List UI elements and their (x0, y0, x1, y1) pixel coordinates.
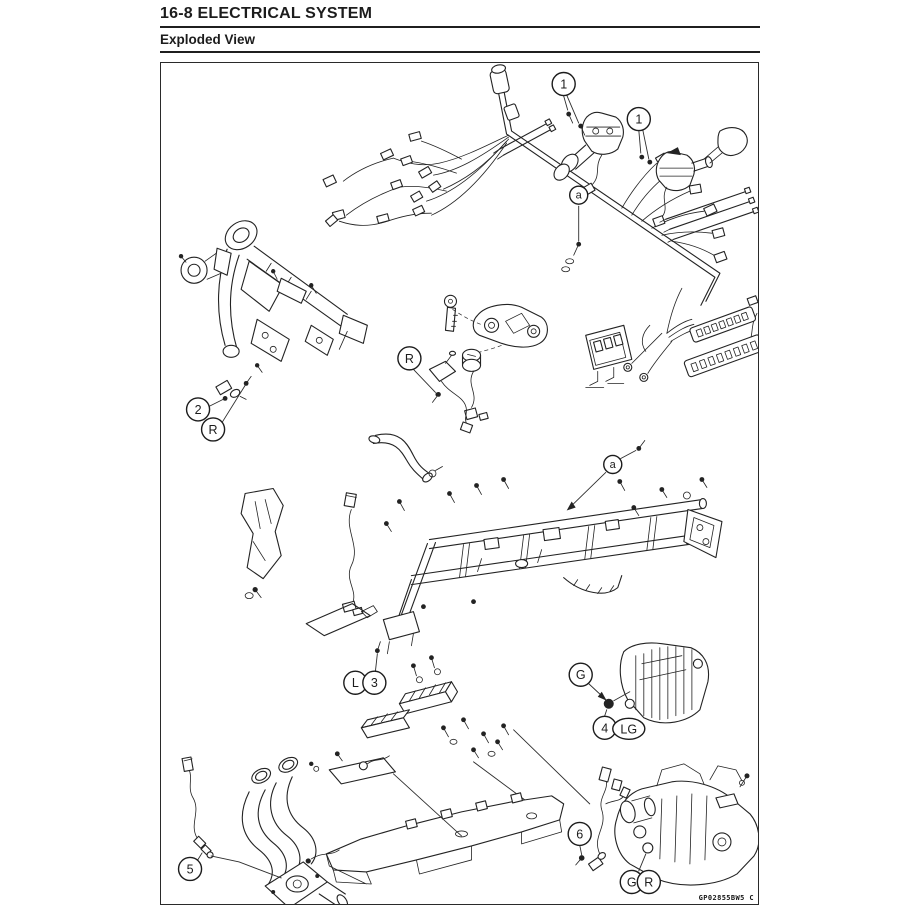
breather-hose (368, 433, 443, 483)
callout-g-top: G (568, 662, 593, 687)
front-frame (218, 220, 368, 373)
callout-5: 5 (177, 856, 203, 882)
section-title: Exploded View (160, 32, 256, 48)
junction-box (585, 324, 633, 388)
callout-4: 4 (592, 715, 617, 741)
svg-text:1: 1 (560, 78, 567, 92)
callout-r-bottom: R (636, 869, 662, 895)
page-header: 16-8 ELECTRICAL SYSTEM Exploded View (160, 2, 760, 54)
svg-text:R: R (644, 875, 653, 889)
callout-1-left: 1 (551, 71, 576, 97)
svg-text:4: 4 (601, 721, 608, 735)
svg-text:a: a (576, 190, 583, 202)
callout-r-mid: R (397, 346, 422, 371)
cable-ties (493, 118, 758, 243)
speed-sensor-item-6 (575, 766, 654, 872)
side-stand-switch (305, 492, 378, 637)
ignition-switch-assembly (452, 303, 548, 421)
ignition-key (443, 294, 458, 332)
header-rule-bottom (160, 51, 760, 54)
tray-bolt-cluster (441, 717, 591, 815)
svg-text:a: a (610, 459, 617, 471)
rear-subframe (382, 477, 723, 655)
svg-text:3: 3 (371, 676, 378, 690)
header-rule-top (160, 26, 760, 29)
svg-text:LG: LG (620, 722, 637, 736)
oil-pan-upper (619, 642, 710, 724)
svg-text:R: R (405, 352, 414, 366)
handlebar-switch-right (639, 127, 748, 228)
callout-lg: LG (612, 717, 646, 741)
svg-text:G: G (627, 875, 637, 889)
svg-text:G: G (576, 668, 586, 682)
engine-crankcase (614, 763, 758, 886)
sensor-item-2 (215, 375, 252, 401)
exhaust-header (241, 756, 349, 904)
svg-text:R: R (209, 423, 218, 437)
callout-leader-lines (196, 94, 650, 879)
relay-connector-blocks (641, 287, 758, 378)
main-wiring-harness (322, 64, 758, 382)
svg-text:6: 6 (576, 827, 583, 841)
svg-text:L: L (352, 676, 359, 690)
callout-1-right: 1 (626, 106, 652, 132)
heat-guard-bracket (240, 487, 284, 600)
chapter-title: 16-8 ELECTRICAL SYSTEM (160, 5, 373, 22)
oxygen-sensor (181, 756, 214, 859)
ecu-and-regulator (360, 655, 459, 739)
callout-a-mid: a (603, 454, 623, 475)
callout-6: 6 (567, 821, 592, 847)
callout-2: 2 (185, 397, 211, 422)
callout-3: 3 (362, 670, 387, 695)
handlebar-switch-left (553, 111, 624, 196)
svg-text:1: 1 (635, 113, 642, 127)
electrical-tray (305, 751, 565, 885)
figure-code: GP02855BW5 C (698, 894, 754, 902)
callout-a-top: a (568, 185, 589, 205)
callout-r-left: R (200, 417, 226, 442)
svg-text:2: 2 (195, 403, 202, 417)
svg-text:5: 5 (187, 862, 194, 876)
horn (178, 247, 232, 284)
